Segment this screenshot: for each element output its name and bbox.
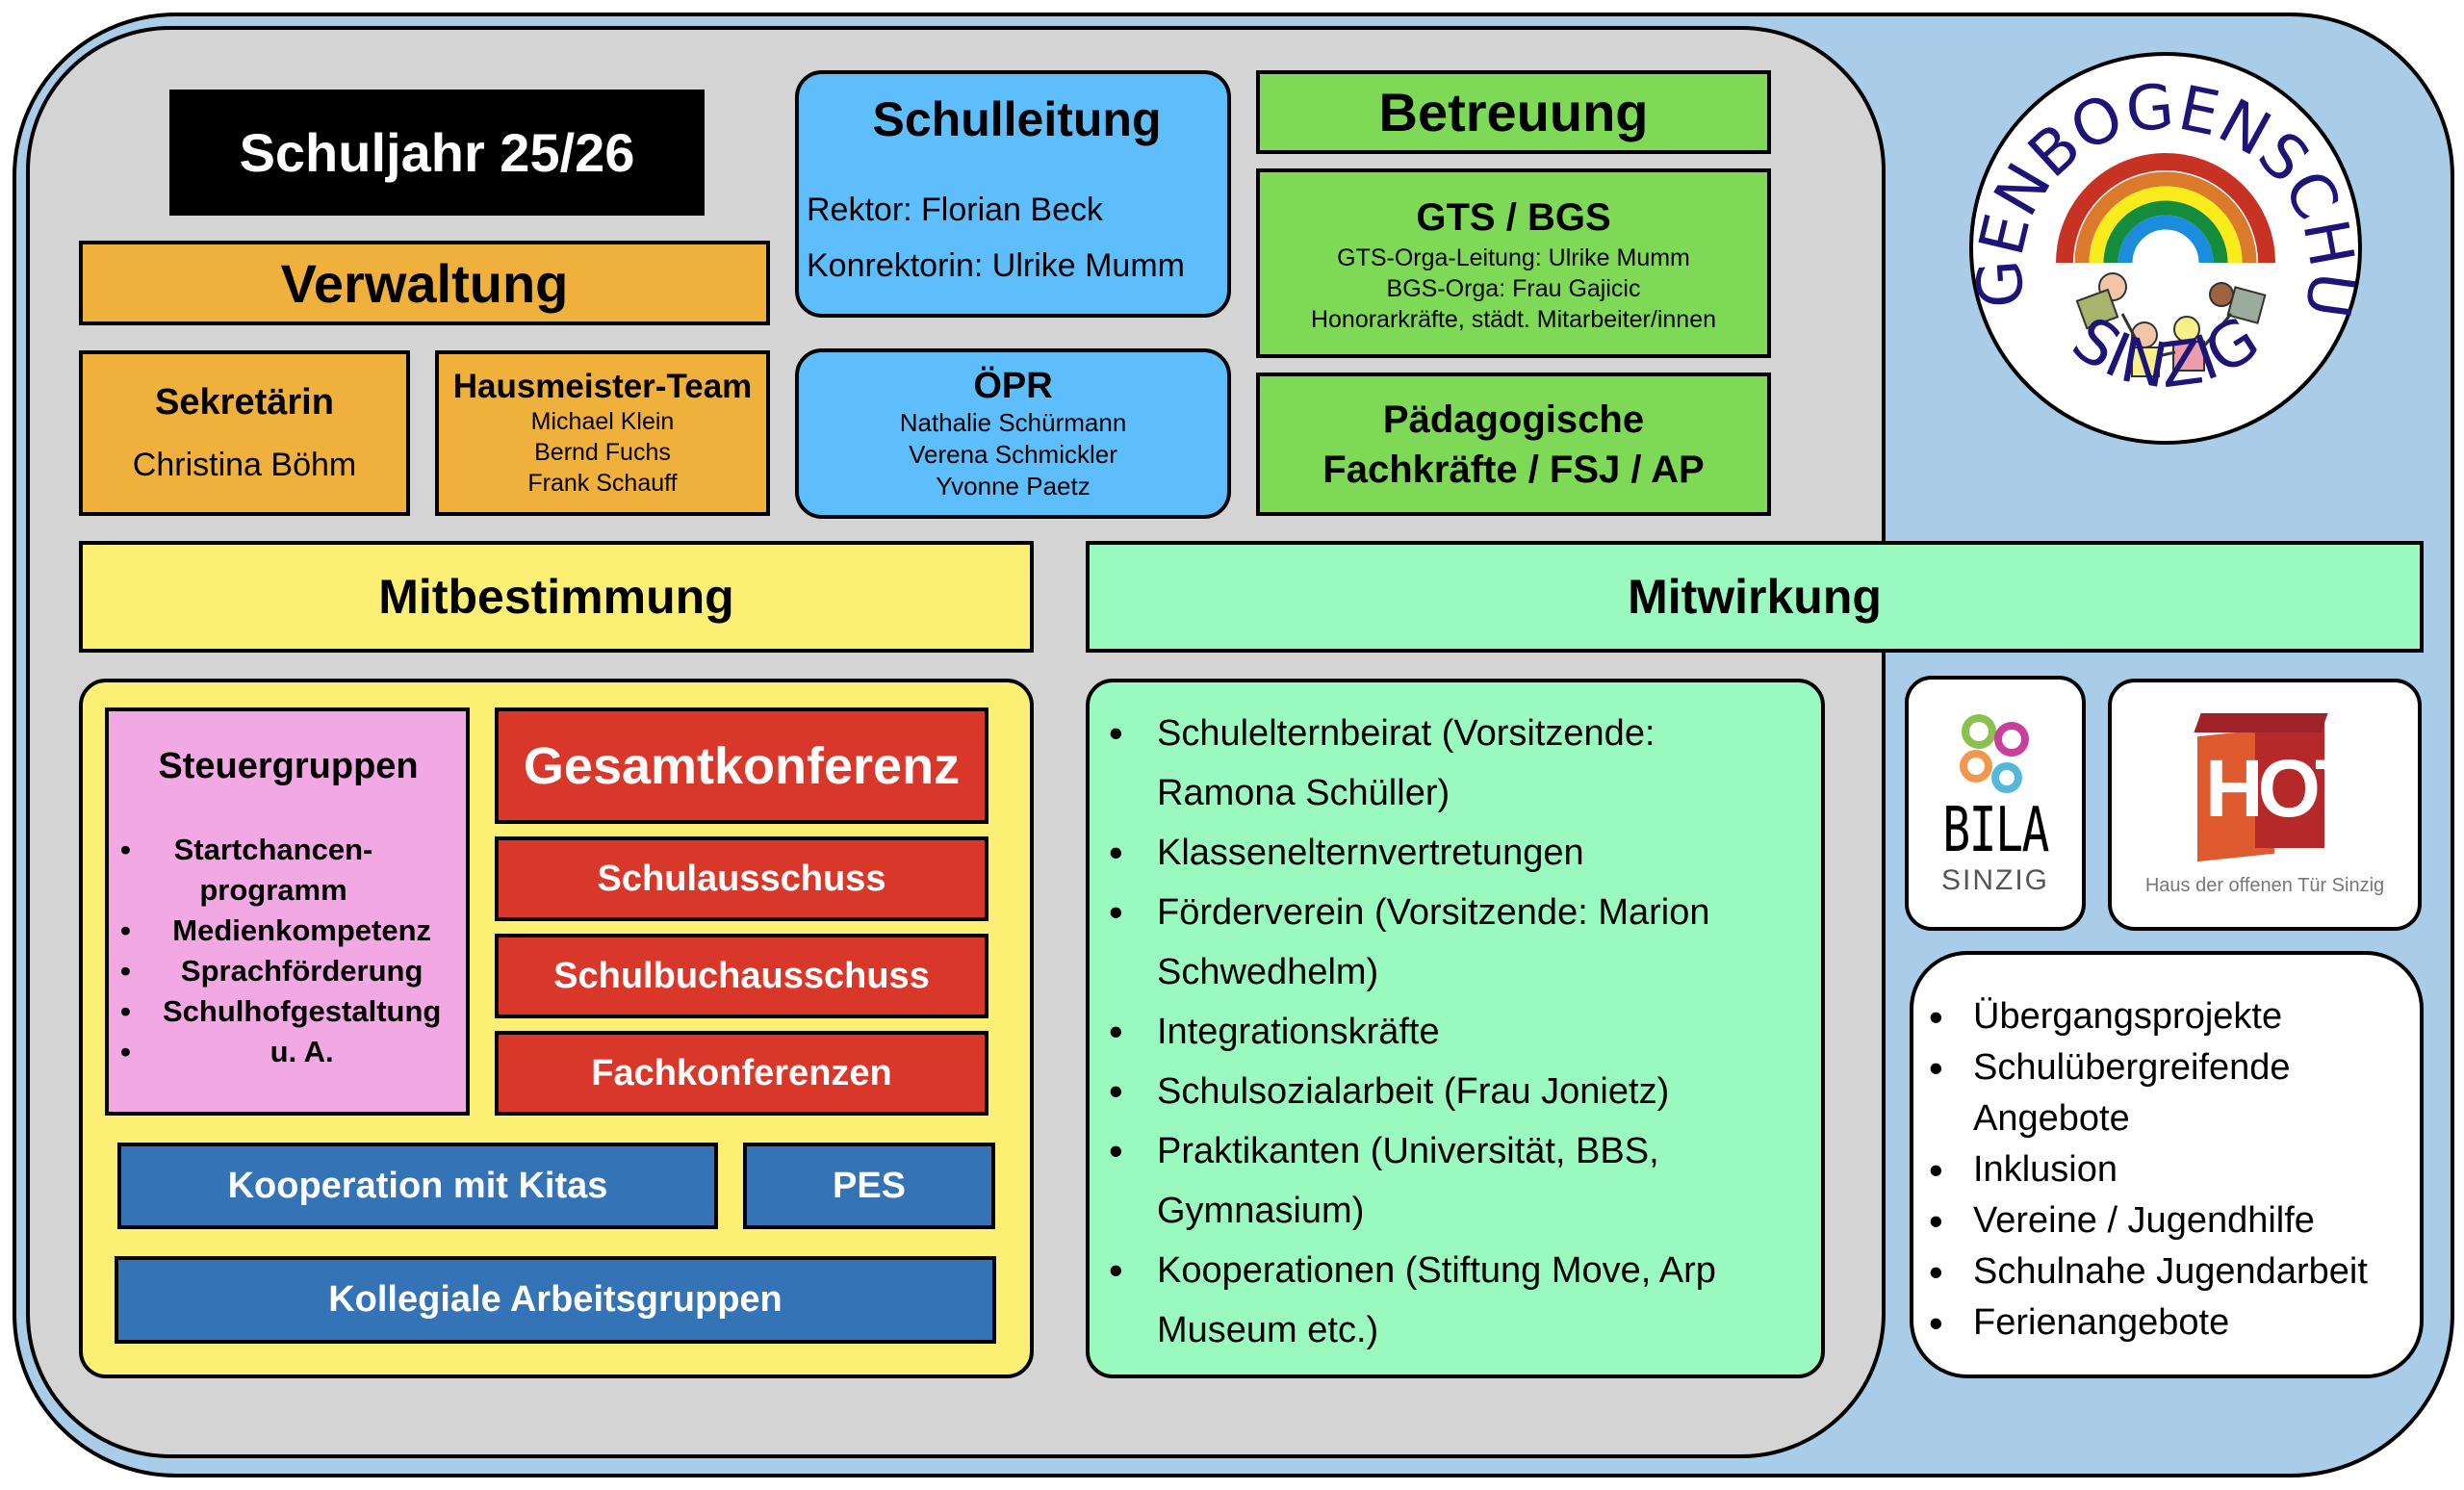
steuergruppen-title: Steuergruppen xyxy=(158,746,419,786)
hot-letters: HOT xyxy=(2205,742,2364,834)
schulbuchausschuss-box: Schulbuchausschuss xyxy=(495,934,988,1018)
steuergruppen-item: Medienkompetenz xyxy=(120,911,441,951)
mitwirkung-list-box: Schulelternbeirat (Vorsitzende: Ramona S… xyxy=(1086,679,1825,1378)
mitwirkung-header: Mitwirkung xyxy=(1086,541,2424,653)
fachkonferenzen-label: Fachkonferenzen xyxy=(591,1052,892,1093)
gts-line: GTS-Orga-Leitung: Ulrike Mumm xyxy=(1337,244,1690,271)
verwaltung-header: Verwaltung xyxy=(79,241,770,325)
mitwirkung-item: Schulsozialarbeit (Frau Jonietz) xyxy=(1109,1062,1773,1121)
gts-line: Honorarkräfte, städt. Mitarbeiter/innen xyxy=(1310,305,1717,333)
hausmeister-title: Hausmeister-Team xyxy=(452,368,753,405)
oepr-box: ÖPR Nathalie Schürmann Verena Schmickler… xyxy=(795,348,1231,519)
mitbestimmung-header: Mitbestimmung xyxy=(79,541,1034,653)
paed-line: Pädagogische xyxy=(1382,398,1645,441)
gts-bgs-box: GTS / BGS GTS-Orga-Leitung: Ulrike Mumm … xyxy=(1256,168,1771,358)
paed-line: Fachkräfte / FSJ / AP xyxy=(1322,448,1705,491)
sekretaerin-box: Sekretärin Christina Böhm xyxy=(79,350,410,516)
hausmeister-name: Michael Klein xyxy=(530,408,675,435)
school-logo: REGENBOGENSCHULE SINZIG xyxy=(1969,52,2362,445)
mitwirkung-list: Schulelternbeirat (Vorsitzende: Ramona S… xyxy=(1109,704,1773,1360)
fachkonferenzen-box: Fachkonferenzen xyxy=(495,1031,988,1116)
steuergruppen-item: Startchancen-programm xyxy=(120,830,384,911)
extern-list-box: Übergangsprojekte Schulübergreifende Ang… xyxy=(1910,951,2424,1378)
bila-logo: BILA SINZIG xyxy=(1905,676,2086,931)
hausmeister-box: Hausmeister-Team Michael Klein Bernd Fuc… xyxy=(435,350,770,516)
hot-caption: Haus der offenen Tür Sinzig xyxy=(2144,874,2385,896)
schulausschuss-label: Schulausschuss xyxy=(597,858,886,899)
hausmeister-name: Frank Schauff xyxy=(527,470,678,497)
oepr-member: Nathalie Schürmann xyxy=(899,408,1127,437)
logo-graphic: REGENBOGENSCHULE SINZIG xyxy=(1973,56,2358,403)
mitwirkung-item: Klassenelternvertretungen xyxy=(1109,823,1773,883)
schulleitung-box: Schulleitung Rektor: Florian Beck Konrek… xyxy=(795,70,1231,318)
betreuung-header: Betreuung xyxy=(1256,70,1771,154)
gesamtkonferenz-box: Gesamtkonferenz xyxy=(495,707,988,824)
rainbow-icon xyxy=(2056,153,2275,264)
children-icon xyxy=(2075,272,2267,377)
extern-item: Vereine / Jugendhilfe xyxy=(1929,1195,2368,1246)
mitwirkung-item: Kooperationen (Stiftung Move, Arp Museum… xyxy=(1109,1241,1773,1360)
sekretaerin-title: Sekretärin xyxy=(155,382,334,423)
hausmeister-name: Bernd Fuchs xyxy=(534,439,671,466)
paedagogische-fachkraefte-box: Pädagogische Fachkräfte / FSJ / AP xyxy=(1256,372,1771,516)
sekretaerin-name: Christina Böhm xyxy=(132,447,357,483)
extern-list: Übergangsprojekte Schulübergreifende Ang… xyxy=(1929,991,2368,1349)
gesamtkonferenz-label: Gesamtkonferenz xyxy=(523,736,961,795)
schulbuchausschuss-label: Schulbuchausschuss xyxy=(553,955,930,996)
schulausschuss-box: Schulausschuss xyxy=(495,836,988,921)
bila-flower-icon xyxy=(1960,713,2029,793)
hot-cube-icon: HOT xyxy=(2178,712,2364,867)
school-year-label: Schuljahr 25/26 xyxy=(239,122,635,183)
steuergruppen-item: Schulhofgestaltung xyxy=(120,991,441,1032)
steuergruppen-item: Sprachförderung xyxy=(120,951,441,991)
hot-logo: HOT Haus der offenen Tür Sinzig xyxy=(2108,679,2422,931)
verwaltung-title: Verwaltung xyxy=(280,252,569,314)
steuergruppen-box: Steuergruppen Startchancen-programm Medi… xyxy=(105,707,470,1116)
steuergruppen-list: Startchancen-programm Medienkompetenz Sp… xyxy=(120,830,441,1072)
rektor-line: Rektor: Florian Beck xyxy=(807,192,1103,228)
extern-item: Inklusion xyxy=(1929,1144,2368,1195)
school-year-banner: Schuljahr 25/26 xyxy=(169,90,705,216)
mitwirkung-item: Schulelternbeirat (Vorsitzende: Ramona S… xyxy=(1109,704,1715,823)
gts-bgs-title: GTS / BGS xyxy=(1416,195,1611,239)
gts-line: BGS-Orga: Frau Gajicic xyxy=(1386,274,1641,302)
logo-bottom-textpath: SINZIG xyxy=(2060,303,2272,402)
pes-label: PES xyxy=(832,1165,907,1206)
kooperation-kitas-label: Kooperation mit Kitas xyxy=(227,1165,608,1206)
betreuung-title: Betreuung xyxy=(1378,82,1649,142)
extern-item: Ferienangebote xyxy=(1929,1297,2368,1349)
oepr-title: ÖPR xyxy=(973,366,1053,406)
steuergruppen-item: u. A. xyxy=(120,1032,441,1072)
extern-item: Schulübergreifende Angebote xyxy=(1929,1042,2320,1144)
oepr-member: Yvonne Paetz xyxy=(936,472,1091,501)
kollegiale-label: Kollegiale Arbeitsgruppen xyxy=(328,1279,783,1320)
oepr-member: Verena Schmickler xyxy=(909,440,1117,469)
logo-bottom-text: SINZIG xyxy=(2060,303,2272,402)
mitwirkung-item: Förderverein (Vorsitzende: Marion Schwed… xyxy=(1109,883,1773,1002)
kollegiale-arbeitsgruppen-box: Kollegiale Arbeitsgruppen xyxy=(115,1256,996,1344)
mitwirkung-item: Integrationskräfte xyxy=(1109,1002,1773,1062)
konrektorin-line: Konrektorin: Ulrike Mumm xyxy=(807,247,1185,284)
bila-name: BILA xyxy=(1942,794,2049,866)
extern-item: Übergangsprojekte xyxy=(1929,991,2368,1042)
mitbestimmung-title: Mitbestimmung xyxy=(378,570,734,624)
pes-box: PES xyxy=(743,1143,995,1229)
extern-item: Schulnahe Jugendarbeit xyxy=(1929,1246,2368,1297)
mitwirkung-title: Mitwirkung xyxy=(1628,570,1882,624)
mitwirkung-item: Praktikanten (Universität, BBS, Gymnasiu… xyxy=(1109,1121,1715,1241)
bila-sub: SINZIG xyxy=(1940,863,2049,896)
schulleitung-title: Schulleitung xyxy=(872,92,1162,146)
kooperation-kitas-box: Kooperation mit Kitas xyxy=(117,1143,718,1229)
